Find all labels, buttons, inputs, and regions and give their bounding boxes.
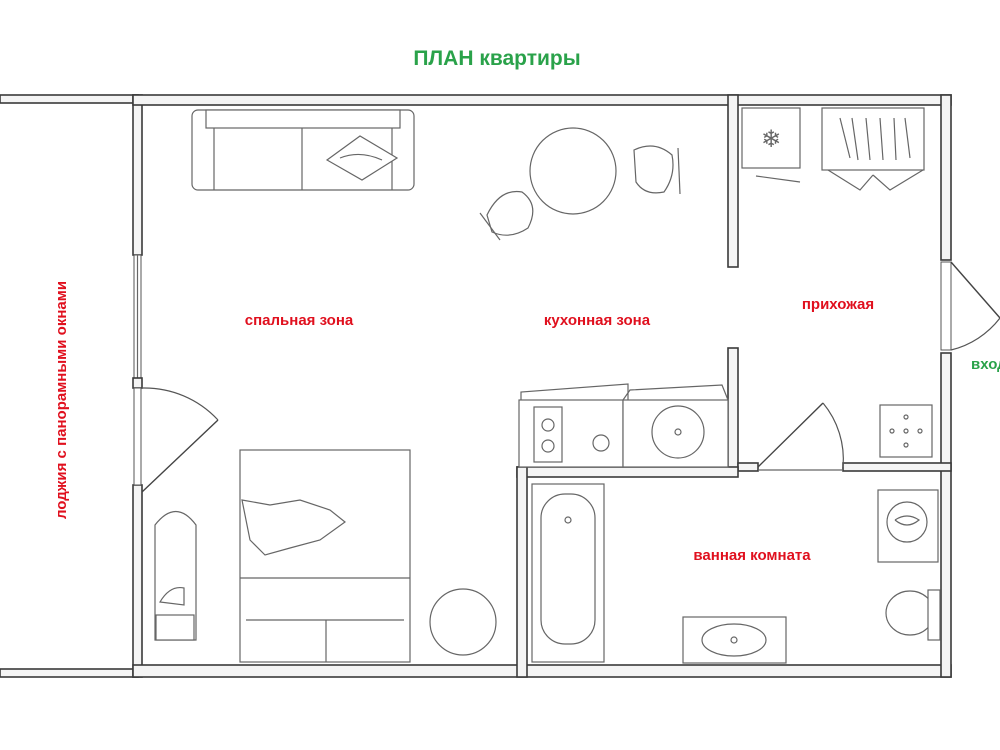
window-upper (133, 254, 142, 396)
svg-text:❄: ❄ (761, 125, 781, 153)
chair-icon (479, 190, 534, 241)
pillow-icon (325, 135, 399, 181)
room-label-bathroom: ванная комната (693, 547, 811, 564)
kitchen-sink-icon (622, 384, 729, 468)
fridge-icon: ❄ (741, 107, 801, 183)
entrance-label: вход (971, 356, 1000, 373)
hallway-bath-door (757, 402, 844, 471)
toilet-icon (885, 589, 941, 641)
round-table-icon (529, 127, 617, 215)
entrance-door (940, 261, 1000, 351)
room-label-sleeping-zone: спальная зона (245, 312, 354, 329)
washbasin-icon (682, 616, 787, 664)
plan-title: ПЛАН квартиры (413, 47, 580, 70)
wardrobe-icon (821, 107, 925, 191)
washing-machine-icon (877, 489, 939, 563)
room-label-loggia: лоджия с панорамными окнами (53, 281, 70, 519)
chair-icon-2 (633, 145, 681, 195)
round-rug-icon (429, 588, 497, 656)
walls (0, 94, 952, 678)
room-label-kitchen-zone: кухонная зона (544, 312, 651, 329)
shoe-cabinet-icon (879, 404, 933, 458)
bathtub-icon (531, 483, 605, 663)
loggia-door (133, 387, 219, 493)
bed-icon (239, 449, 411, 663)
stove-icon (518, 383, 629, 468)
ironing-board-icon (154, 510, 197, 641)
room-label-hallway: прихожая (802, 296, 874, 313)
